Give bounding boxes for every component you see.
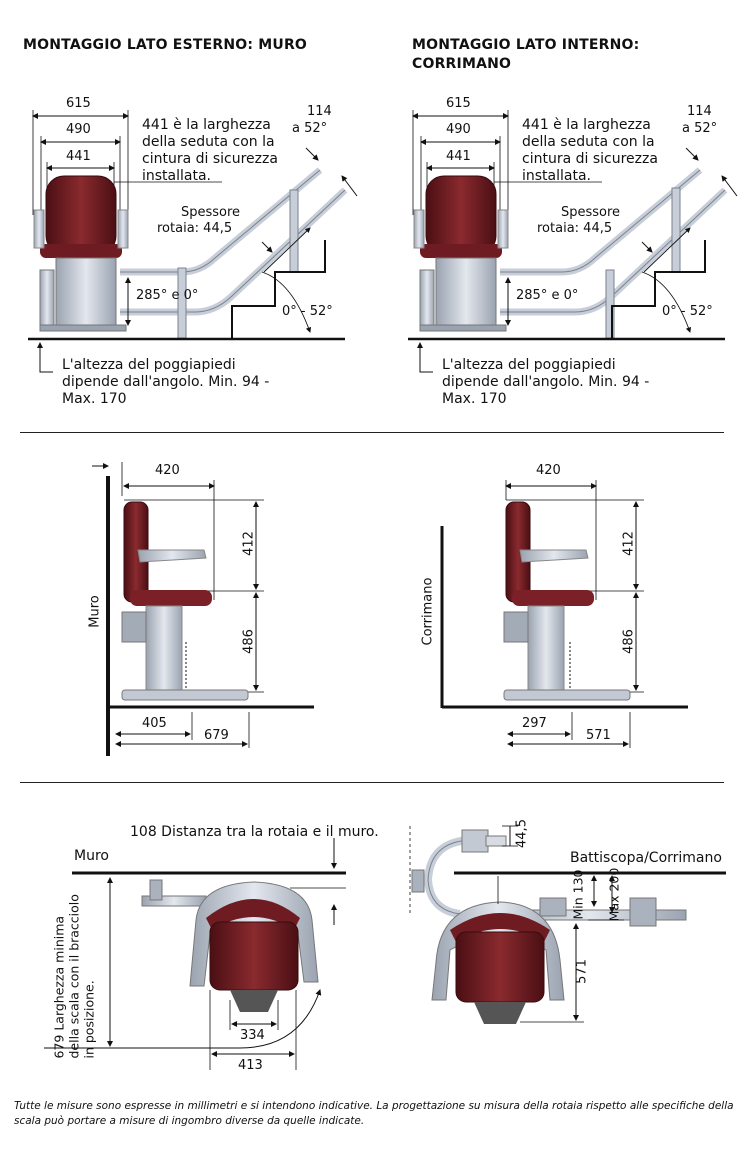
dim-571-section2: 571 [586,728,611,743]
dim-490-left: 490 [66,122,91,137]
dim-420-right: 420 [536,463,561,478]
dim-441-right: 441 [446,149,471,164]
footnote: Tutte le misure sono espresse in millime… [14,1100,734,1127]
left-mount-title: MONTAGGIO LATO ESTERNO: MURO [23,37,308,53]
seat-width-note-right: 441 è la larghezza della seduta con la c… [522,117,658,184]
front-view-handrail [440,480,688,748]
section-divider-2 [20,782,724,783]
dim-615-left: 615 [66,96,91,111]
dim-297: 297 [522,716,547,731]
dim-412-left: 412 [241,531,257,556]
dim-412-right: 412 [621,531,637,556]
angle-0-52-right: 0° - 52° [662,304,713,319]
dim-486-left: 486 [241,629,257,654]
rail-thickness-label-left-1: Spessore [181,205,241,220]
dim-486-right: 486 [621,629,637,654]
rail-wall-distance-note: 108 Distanza tra la rotaia e il muro. [130,824,379,840]
angle-0-52-left: 0° - 52° [282,304,333,319]
side-view-interior [408,110,738,373]
dim-571-section3: 571 [574,959,590,984]
seat-width-note-left: 441 è la larghezza della seduta con la c… [142,117,278,184]
dim-441-left: 441 [66,149,91,164]
footrest-note-right: L'altezza del poggiapiedi dipende dall'a… [442,357,650,407]
skirting-handrail-label: Battiscopa/Corrimano [570,850,722,866]
side-view-exterior [28,110,358,373]
min-stair-width-note: 679 Larghezza minima della scala con il … [51,894,97,1059]
footrest-note-left: L'altezza del poggiapiedi dipende dall'a… [62,357,270,407]
dim-334: 334 [240,1028,265,1043]
dim-44-5: 44,5 [514,819,530,848]
wall-label-section2: Muro [87,595,103,628]
dim-615-right: 615 [446,96,471,111]
rail-thickness-label-right-2: rotaia: 44,5 [537,221,613,236]
dim-490-right: 490 [446,122,471,137]
angle-114-right: 114 [687,104,712,119]
dim-420-left: 420 [155,463,180,478]
top-view-handrail [409,825,726,1024]
angle-114-left: 114 [307,104,332,119]
dim-413: 413 [238,1058,263,1073]
angle-52-left: a 52° [292,121,328,136]
dim-405: 405 [142,716,167,731]
section-divider-1 [20,432,724,433]
top-view-wall [44,838,346,1070]
min-130-label: Min 130 [570,869,586,920]
angle-285-left: 285° e 0° [136,288,199,303]
angle-285-right: 285° e 0° [516,288,579,303]
handrail-label-section2: Corrimano [420,577,436,646]
front-view-wall [92,462,314,756]
max-200-label: Max 200 [606,867,622,922]
wall-label-section3: Muro [74,848,109,864]
right-mount-title: MONTAGGIO LATO INTERNO: CORRIMANO [412,37,640,72]
rail-thickness-label-left-2: rotaia: 44,5 [157,221,233,236]
rail-thickness-label-right-1: Spessore [561,205,621,220]
dim-679: 679 [204,728,229,743]
angle-52-right: a 52° [682,121,718,136]
